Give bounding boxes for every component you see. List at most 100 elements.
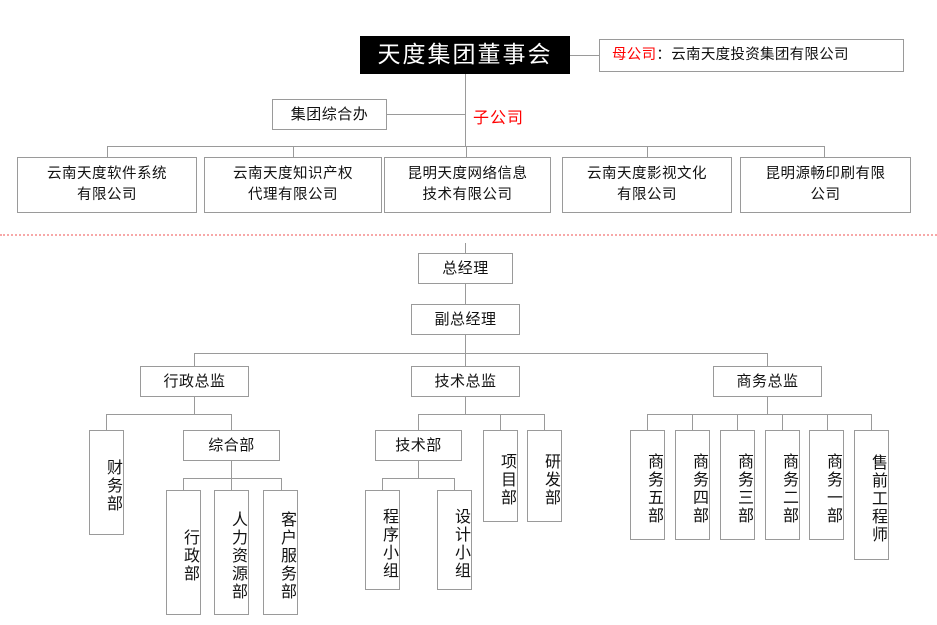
node-label: 行政总监 [163, 372, 226, 391]
node-subsidiary-1[interactable]: 云南天度软件系统 有限公司 [17, 157, 197, 213]
subsidiary-line-2: 有限公司 [617, 187, 677, 203]
node-finance-department[interactable]: 财务部 [89, 430, 124, 535]
node-project-department[interactable]: 项目部 [483, 430, 518, 522]
connector-general-affairs-drop-2 [231, 478, 232, 490]
subsidiary-line-2: 技术有限公司 [422, 187, 513, 203]
connector-subsidiary-drop-1 [107, 146, 108, 158]
node-presales-engineer[interactable]: 售前工程师 [854, 430, 889, 560]
connector-tech-dept-drop-2 [454, 478, 455, 490]
connector-general-affairs-trunk [231, 461, 232, 478]
node-board-of-directors[interactable]: 天度集团董事会 [360, 36, 570, 74]
connector-business-bus [647, 414, 872, 415]
subsidiary-line-1: 昆明源畅印刷有限 [765, 165, 886, 182]
node-label: 程序小组 [380, 507, 399, 580]
node-business-dept-1[interactable]: 商务一部 [809, 430, 844, 540]
node-label: 财务部 [104, 459, 123, 513]
node-director-administration[interactable]: 行政总监 [140, 366, 249, 397]
node-programming-group[interactable]: 程序小组 [365, 490, 400, 590]
node-subsidiary-2[interactable]: 云南天度知识产权 代理有限公司 [204, 157, 382, 213]
connector-group-office-to-trunk [387, 114, 465, 115]
connector-subsidiary-drop-3 [466, 146, 467, 158]
connector-subsidiary-drop-5 [824, 146, 825, 158]
node-label: 天度集团董事会 [377, 41, 553, 68]
node-technology-department[interactable]: 技术部 [375, 430, 462, 461]
node-general-manager[interactable]: 总经理 [418, 253, 513, 284]
connector-admin-drop-general [231, 414, 232, 430]
node-director-business[interactable]: 商务总监 [713, 366, 822, 397]
connector-board-to-parent [570, 55, 600, 56]
connector-gm-stub [465, 243, 466, 253]
connector-business-drop-1 [647, 414, 648, 430]
subsidiary-line-2: 公司 [810, 187, 841, 203]
node-administration-department[interactable]: 行政部 [166, 490, 201, 615]
connector-tech-dept-trunk [418, 461, 419, 478]
connector-tech-drop-1 [418, 414, 419, 430]
node-design-group[interactable]: 设计小组 [437, 490, 472, 590]
subsidiary-line-1: 云南天度软件系统 [47, 165, 167, 182]
connector-general-affairs-drop-1 [183, 478, 184, 490]
node-business-dept-5[interactable]: 商务五部 [630, 430, 665, 540]
node-customer-service-department[interactable]: 客户服务部 [263, 490, 298, 615]
node-label: 技术部 [395, 436, 442, 455]
node-deputy-general-manager[interactable]: 副总经理 [411, 304, 520, 335]
node-label: 商务总监 [736, 372, 799, 391]
node-label: 设计小组 [452, 507, 471, 580]
node-label: 人力资源部 [229, 511, 248, 601]
connector-director-drop-3 [767, 353, 768, 366]
connector-business-drop-6 [871, 414, 872, 430]
subsidiary-line-2: 代理有限公司 [248, 187, 338, 203]
connector-business-drop-5 [827, 414, 828, 430]
node-label: 商务二部 [780, 452, 799, 525]
node-label: 客户服务部 [278, 511, 297, 601]
section-divider [0, 234, 937, 236]
connector-tech-trunk [465, 397, 466, 414]
connector-tech-bus [418, 414, 544, 415]
node-research-development-department[interactable]: 研发部 [527, 430, 562, 522]
connector-subsidiary-bus [107, 146, 824, 147]
connector-subsidiary-drop-2 [293, 146, 294, 158]
node-business-dept-4[interactable]: 商务四部 [675, 430, 710, 540]
node-label: 副总经理 [434, 310, 497, 329]
node-label: 商务五部 [645, 452, 664, 525]
connector-admin-bus [106, 414, 232, 415]
node-group-office[interactable]: 集团综合办 [272, 99, 387, 130]
node-label: 行政部 [181, 529, 200, 583]
connector-business-drop-2 [692, 414, 693, 430]
connector-business-drop-4 [782, 414, 783, 430]
node-director-technology[interactable]: 技术总监 [411, 366, 520, 397]
connector-tech-drop-3 [544, 414, 545, 430]
node-label: 综合部 [208, 436, 255, 455]
parent-company-text: 母公司：云南天度投资集团有限公司 [612, 46, 849, 64]
subsidiary-line-2: 有限公司 [77, 187, 137, 203]
node-label: 商务三部 [735, 452, 754, 525]
connector-dgm-trunk [465, 335, 466, 353]
connector-admin-trunk [194, 397, 195, 414]
subsidiary-line-1: 云南天度影视文化 [587, 165, 707, 182]
connector-subsidiary-drop-4 [647, 146, 648, 158]
subsidiary-line-1: 昆明天度网络信息 [407, 165, 528, 182]
node-subsidiary-5[interactable]: 昆明源畅印刷有限 公司 [740, 157, 911, 213]
node-business-dept-3[interactable]: 商务三部 [720, 430, 755, 540]
node-label: 商务一部 [824, 452, 843, 525]
node-label: 技术总监 [434, 372, 497, 391]
label-subsidiary-tag: 子公司 [473, 108, 525, 127]
node-business-dept-2[interactable]: 商务二部 [765, 430, 800, 540]
parent-company-tag: 母公司 [612, 47, 657, 64]
note-parent-company: 母公司：云南天度投资集团有限公司 [599, 39, 904, 72]
subsidiary-line-1: 云南天度知识产权 [233, 165, 353, 182]
node-subsidiary-3[interactable]: 昆明天度网络信息 技术有限公司 [384, 157, 551, 213]
node-human-resources-department[interactable]: 人力资源部 [214, 490, 249, 615]
node-label: 项目部 [498, 452, 517, 507]
connector-director-drop-2 [465, 353, 466, 366]
node-general-affairs-department[interactable]: 综合部 [183, 430, 280, 461]
connector-director-bus [194, 353, 768, 354]
connector-board-trunk [465, 74, 466, 146]
node-label: 商务四部 [690, 452, 709, 525]
connector-tech-dept-bus [382, 478, 454, 479]
node-subsidiary-4[interactable]: 云南天度影视文化 有限公司 [562, 157, 732, 213]
node-label: 集团综合办 [290, 105, 369, 124]
node-label: 售前工程师 [869, 453, 888, 544]
connector-tech-drop-2 [500, 414, 501, 430]
connector-general-affairs-drop-3 [281, 478, 282, 490]
